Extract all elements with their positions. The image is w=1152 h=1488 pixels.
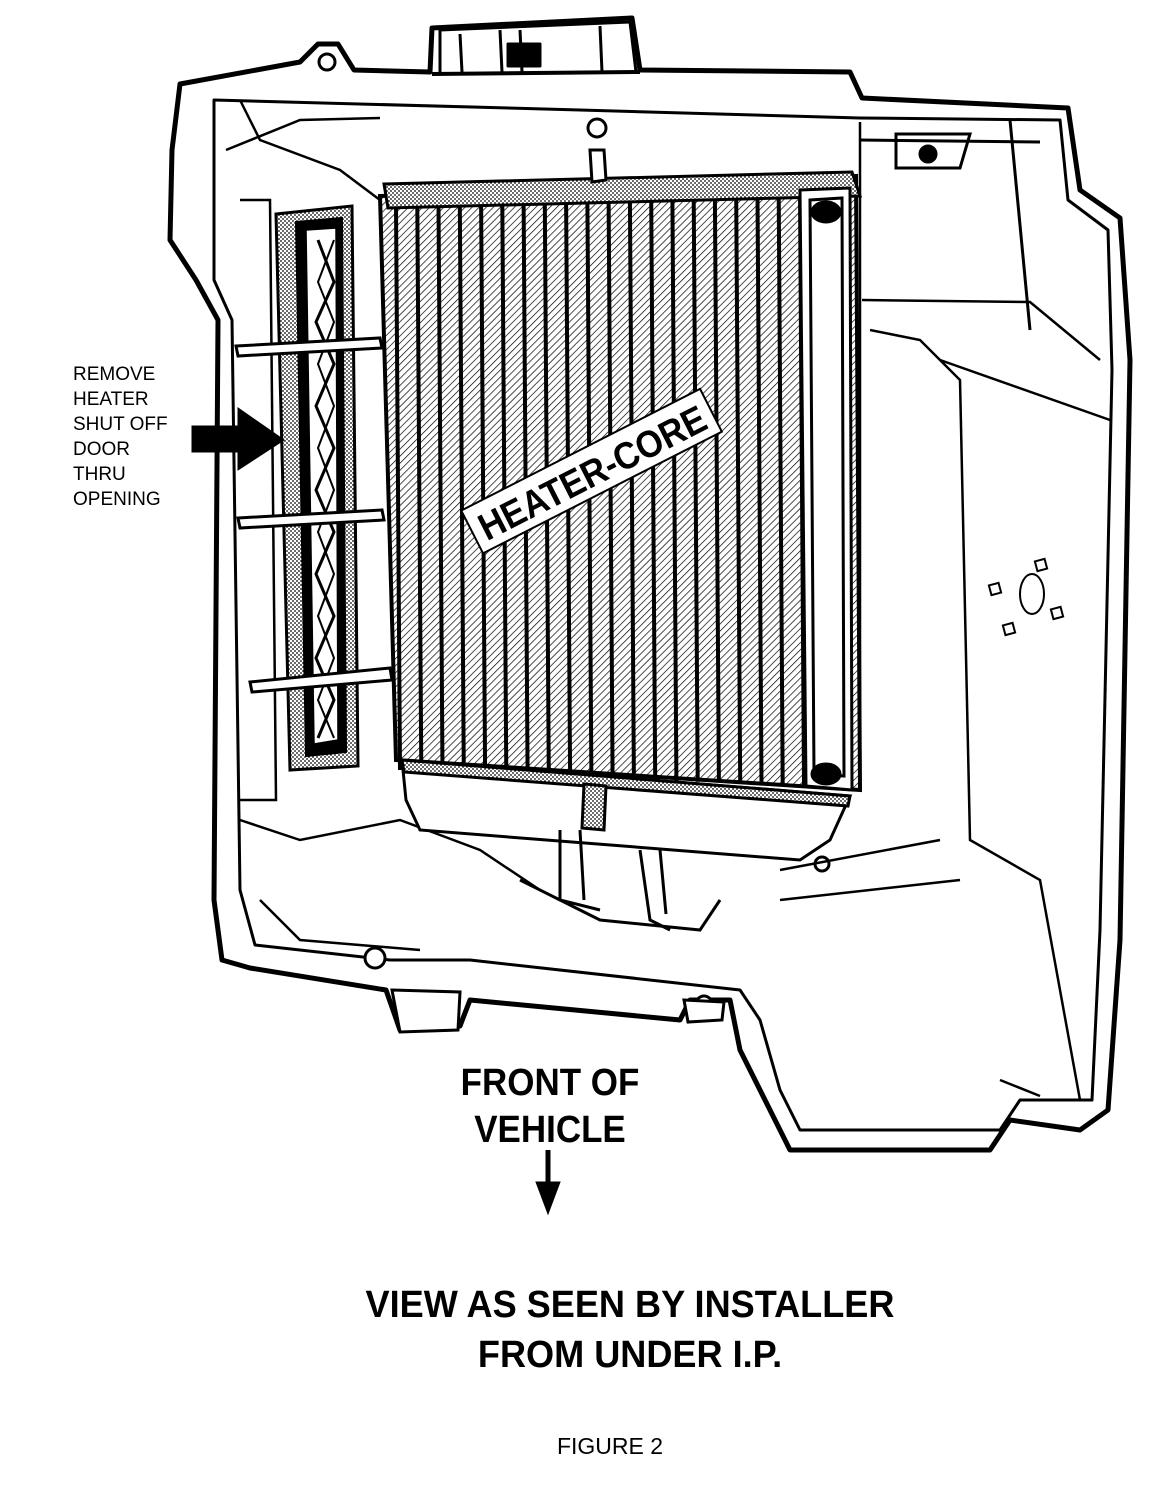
view-caption-line: FROM UNDER I.P. — [477, 1334, 783, 1376]
core-fin-tube — [479, 203, 488, 774]
callout-line: SHUT OFF — [73, 414, 168, 435]
top-outlet — [431, 20, 641, 76]
callout-line: REMOVE — [73, 364, 156, 385]
callout-line: OPENING — [73, 489, 161, 510]
callout-line: HEATER — [73, 389, 149, 410]
front-arrow — [535, 1150, 561, 1216]
shutoff-door-callout: REMOVE HEATER SHUT OFF DOOR THRU OPENING — [73, 362, 203, 512]
core-fin-tube — [436, 204, 445, 772]
core-fin-tube — [776, 194, 785, 786]
bottom-bosses — [390, 988, 726, 1034]
door-rails — [234, 336, 394, 694]
vent-block — [859, 119, 1041, 331]
front-label-line: VEHICLE — [474, 1109, 626, 1151]
core-fin-tube — [755, 195, 764, 785]
front-label-line: FRONT OF — [460, 1062, 640, 1104]
view-caption-line: VIEW AS SEEN BY INSTALLER — [365, 1284, 895, 1326]
fastener-cluster — [987, 557, 1065, 637]
core-fin-tube — [734, 195, 743, 784]
core-fin-tube — [394, 205, 402, 771]
core-side-frame — [798, 186, 854, 792]
core-fin-tube — [712, 196, 721, 783]
lower-chamber — [225, 99, 541, 952]
core-fin-tube — [649, 198, 658, 781]
view-caption: VIEW AS SEEN BY INSTALLER FROM UNDER I.P… — [269, 1280, 991, 1380]
core-fin-tube — [670, 197, 679, 781]
core-tubes — [519, 829, 722, 932]
callout-line: THRU — [73, 464, 126, 485]
callout-line: DOOR — [73, 439, 130, 460]
core-fin-tube — [691, 197, 700, 782]
heater-core-tank-top — [382, 148, 863, 210]
core-fin-tube — [457, 204, 466, 773]
callout-arrow — [191, 407, 285, 471]
front-of-vehicle-label: FRONT OF VEHICLE — [412, 1060, 688, 1154]
heater-core-tank-bottom — [400, 758, 853, 862]
core-fin-tube — [415, 205, 424, 771]
figure-caption: FIGURE 2 — [556, 1433, 664, 1459]
core-fin-tube — [627, 199, 636, 780]
